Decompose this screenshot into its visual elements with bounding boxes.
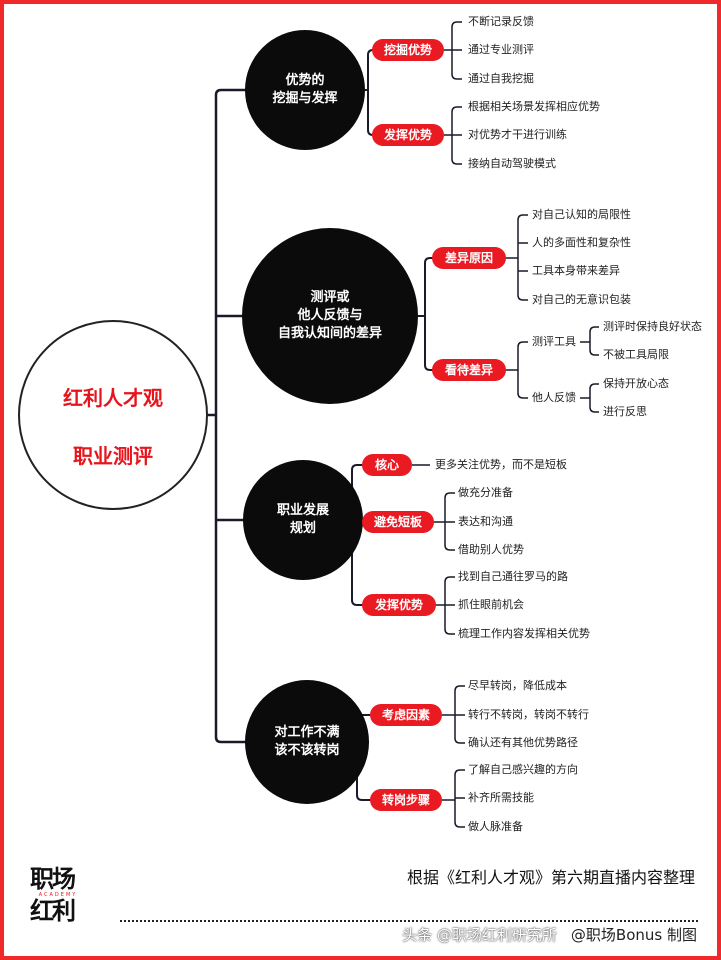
- pill-considerations: 考虑因素: [370, 704, 442, 726]
- logo-line2: 红利: [30, 897, 76, 925]
- leaf: 对自己认知的局限性: [532, 208, 631, 221]
- leaf: 做充分准备: [458, 486, 513, 499]
- leaf: 补齐所需技能: [468, 791, 534, 804]
- pill-avoid-weakness: 避免短板: [362, 511, 434, 533]
- logo-tag: ACADEMY: [38, 892, 78, 898]
- leaf: 保持开放心态: [603, 377, 669, 390]
- connector: [434, 492, 455, 551]
- leaf: 梳理工作内容发挥相关优势: [458, 627, 590, 640]
- root-subtitle: 职业测评: [73, 444, 153, 468]
- leaf: 确认还有其他优势路径: [468, 736, 578, 749]
- leaf: 对自己的无意识包装: [532, 293, 631, 306]
- leaf: 人的多面性和复杂性: [532, 236, 631, 249]
- leaf: 通过自我挖掘: [468, 72, 534, 85]
- leaf: 尽早转岗，降低成本: [468, 679, 567, 692]
- root-title: 红利人才观: [63, 386, 163, 410]
- leaf: 借助别人优势: [458, 543, 524, 556]
- leaf: 更多关注优势，而不是短板: [435, 458, 567, 471]
- pill-dig-strengths: 挖掘优势: [372, 39, 444, 61]
- leaf: 接纳自动驾驶模式: [468, 157, 556, 170]
- leaf: 工具本身带来差异: [532, 264, 620, 277]
- leaf: 不断记录反馈: [468, 15, 534, 28]
- hub-differences: 测评或 他人反馈与 自我认知间的差异: [242, 228, 418, 404]
- connector: [418, 257, 434, 371]
- connector: [444, 106, 462, 165]
- leaf: 了解自己感兴趣的方向: [468, 763, 578, 776]
- connector: [436, 576, 455, 635]
- hub-career-planning: 职业发展 规划: [243, 460, 363, 580]
- dotted-divider: [120, 920, 698, 922]
- leaf: 测评时保持良好状态: [603, 320, 702, 333]
- connector: [506, 214, 528, 301]
- logo: 职场 ACADEMY 红利: [30, 866, 86, 924]
- pill-core: 核心: [362, 454, 412, 476]
- leaf: 进行反思: [603, 405, 647, 418]
- leaf-feedback: 他人反馈: [532, 391, 576, 404]
- leaf: 不被工具局限: [603, 348, 669, 361]
- hub-strengths: 优势的 挖掘与发挥: [245, 30, 365, 150]
- pill-steps: 转岗步骤: [370, 789, 442, 811]
- watermark: 头条 @职场红利研究所: [402, 926, 557, 944]
- leaf: 通过专业测评: [468, 43, 534, 56]
- pill-view-diff: 看待差异: [432, 359, 506, 381]
- leaf: 做人脉准备: [468, 820, 523, 833]
- connector: [442, 685, 465, 744]
- leaf: 抓住眼前机会: [458, 598, 524, 611]
- connector: [580, 383, 599, 413]
- logo-line1: 职场: [30, 865, 76, 893]
- connector: [506, 341, 528, 399]
- footer-credits: 头条 @职场红利研究所 @职场Bonus 制图: [402, 926, 697, 944]
- leaf: 找到自己通往罗马的路: [458, 570, 568, 583]
- pill-diff-reasons: 差异原因: [432, 247, 506, 269]
- connector: [204, 88, 250, 744]
- root-node: 红利人才观 职业测评: [18, 320, 208, 510]
- pill-use-strengths-2: 发挥优势: [362, 594, 436, 616]
- leaf: 对优势才干进行训练: [468, 128, 567, 141]
- leaf: 转行不转岗，转岗不转行: [468, 708, 589, 721]
- leaf: 表达和沟通: [458, 515, 513, 528]
- credit: @职场Bonus 制图: [570, 926, 697, 944]
- connector: [365, 49, 374, 136]
- connector: [442, 769, 465, 828]
- connector: [444, 21, 462, 80]
- leaf-eval-tools: 测评工具: [532, 335, 576, 348]
- source-note: 根据《红利人才观》第六期直播内容整理: [406, 868, 695, 887]
- pill-use-strengths: 发挥优势: [372, 124, 444, 146]
- leaf: 根据相关场景发挥相应优势: [468, 100, 600, 113]
- connector: [580, 326, 599, 356]
- hub-job-change: 对工作不满 该不该转岗: [245, 680, 369, 804]
